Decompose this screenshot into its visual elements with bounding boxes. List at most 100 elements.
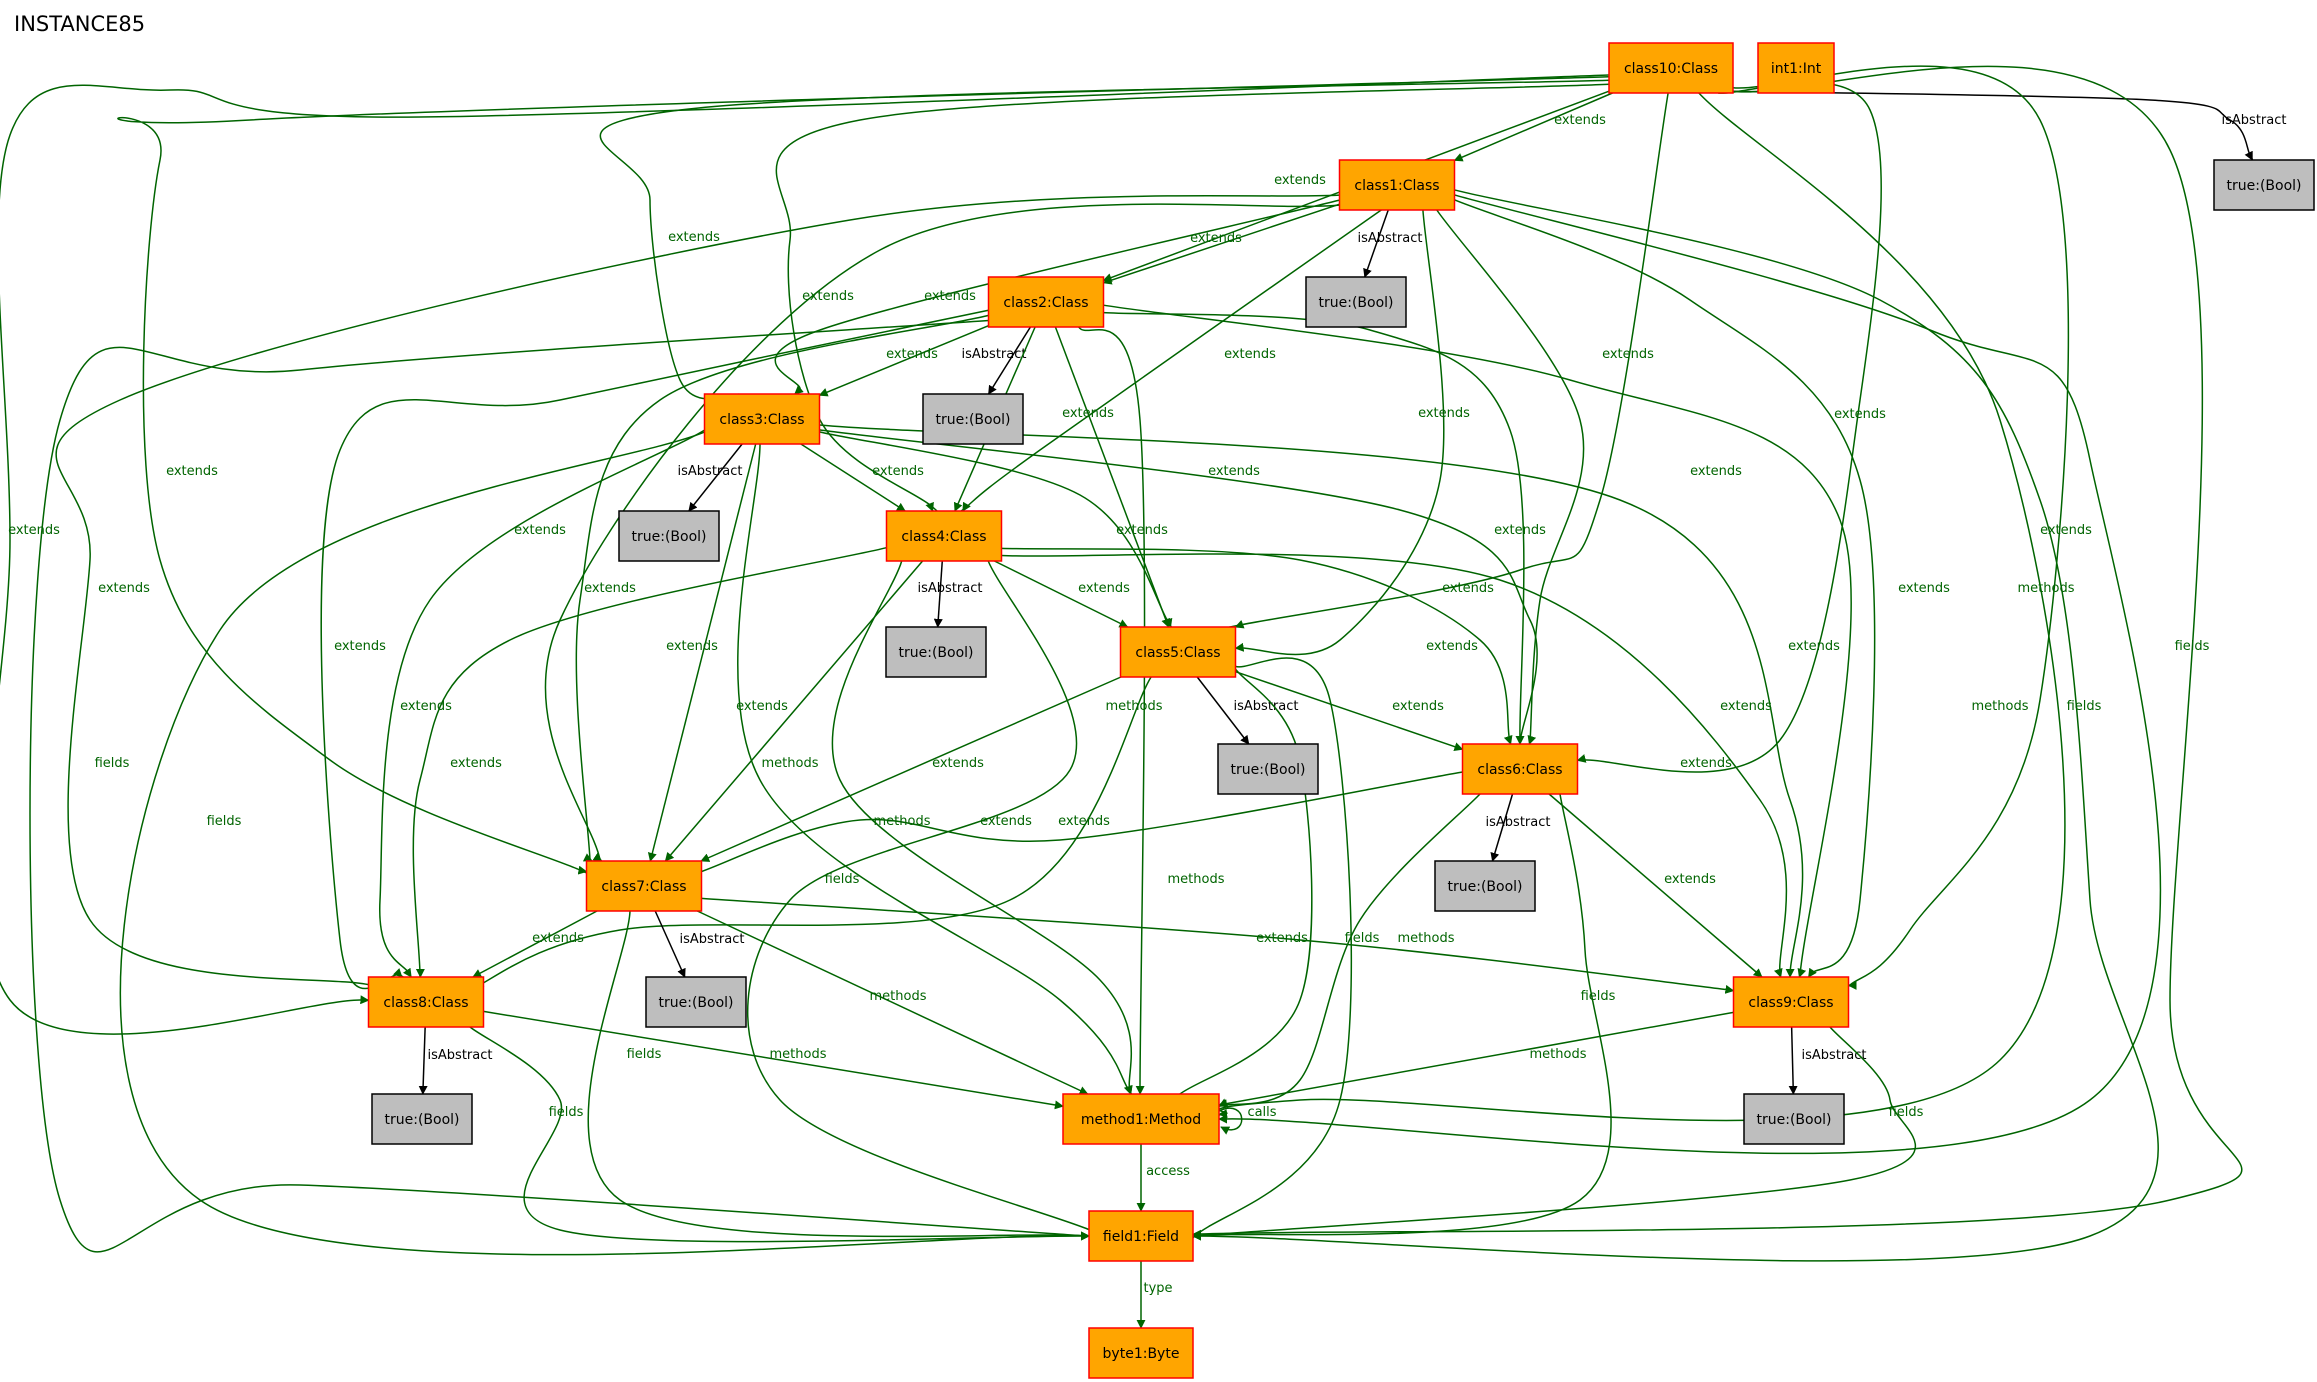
edge-label: extends (532, 931, 584, 946)
node-box[interactable] (1338, 159, 1456, 211)
edge-class2-method1-methods: methods (1078, 326, 1163, 1142)
edge-line (654, 910, 686, 978)
node-box[interactable] (922, 393, 1024, 445)
node-class5[interactable]: class5:Class (1119, 626, 1237, 678)
edge-label: isAbstract (1486, 815, 1551, 830)
node-true_c9[interactable]: true:(Bool) (1743, 1093, 1845, 1145)
edge-label: isAbstract (678, 464, 743, 479)
node-box[interactable] (987, 276, 1105, 328)
node-box[interactable] (1217, 743, 1319, 795)
edge-class4-class6-extends: extends (1001, 547, 1514, 751)
node-class9[interactable]: class9:Class (1732, 976, 1850, 1028)
node-box[interactable] (1608, 42, 1734, 94)
node-class7[interactable]: class7:Class (585, 860, 703, 912)
edge-line (818, 324, 989, 397)
node-method1[interactable]: method1:Method (1062, 1093, 1220, 1145)
node-box[interactable] (1119, 626, 1237, 678)
node-field1[interactable]: field1:Field (1088, 1210, 1194, 1262)
edge-label: methods (1168, 872, 1225, 887)
node-box[interactable] (585, 860, 703, 912)
node-box[interactable] (1461, 743, 1579, 795)
node-class8[interactable]: class8:Class (367, 976, 485, 1028)
edge-line (688, 443, 743, 512)
node-label: class5:Class (1135, 645, 1220, 661)
edge-line (1788, 1026, 1798, 1095)
node-label: true:(Bool) (659, 995, 734, 1011)
edge-line (1454, 199, 1876, 982)
edge-line (987, 326, 1032, 395)
node-label: true:(Bool) (1757, 1112, 1832, 1128)
edge-line (1436, 209, 1585, 754)
node-true_c7[interactable]: true:(Bool) (645, 976, 747, 1028)
node-box[interactable] (885, 626, 987, 678)
edge-label: isAbstract (2222, 113, 2287, 128)
node-true_c1[interactable]: true:(Bool) (1305, 276, 1407, 328)
edge-line (29, 319, 1147, 1253)
edge-label: isAbstract (918, 581, 983, 596)
node-true_c4[interactable]: true:(Bool) (885, 626, 987, 678)
node-box[interactable] (885, 510, 1003, 562)
edge-label: extends (584, 581, 636, 596)
node-box[interactable] (1088, 1210, 1194, 1262)
edge-class2-class5-extends: extends (1054, 326, 1260, 628)
node-true_c10[interactable]: true:(Bool) (2213, 159, 2315, 211)
node-true_c8[interactable]: true:(Bool) (371, 1093, 473, 1145)
node-byte1[interactable]: byte1:Byte (1088, 1327, 1194, 1379)
edge-class6-true_c6-isAbstract: isAbstract (1486, 793, 1551, 862)
edge-class1-class7-extends: extends (514, 203, 1340, 879)
node-class10[interactable]: class10:Class (1608, 42, 1734, 94)
edge-line (1453, 92, 1613, 162)
edge-class10-class8-extends: extends (0, 74, 1610, 1035)
edge-label: extends (8, 523, 60, 538)
edge-class4-true_c4-isAbstract: isAbstract (918, 560, 983, 628)
node-class6[interactable]: class6:Class (1461, 743, 1579, 795)
edge-method1-method1-calls: calls (1218, 1105, 1277, 1135)
node-box[interactable] (1305, 276, 1407, 328)
edge-label: extends (98, 581, 150, 596)
node-true_c6[interactable]: true:(Bool) (1434, 860, 1536, 912)
edge-label: fields (1345, 931, 1380, 946)
edge-class3-class7-extends: extends (647, 443, 757, 862)
node-box[interactable] (2213, 159, 2315, 211)
node-class1[interactable]: class1:Class (1338, 159, 1456, 211)
edge-class3-class6-extends: extends (819, 429, 1538, 753)
node-box[interactable] (703, 393, 821, 445)
node-label: class10:Class (1624, 61, 1718, 77)
edge-class5-class7-extends: extends (700, 676, 1122, 862)
edge-label: extends (334, 639, 386, 654)
edge-label: fields (95, 756, 130, 771)
edge-class6-class9-extends: extends (1548, 793, 1763, 978)
node-label: class2:Class (1003, 295, 1088, 311)
edge-label: extends (1058, 814, 1110, 829)
node-int1[interactable]: int1:Int (1757, 42, 1835, 94)
edge-label: extends (924, 289, 976, 304)
edge-line (1127, 189, 2159, 1262)
edge-class8-method1-methods: methods (483, 1010, 1064, 1110)
node-box[interactable] (1757, 42, 1835, 94)
edge-label: methods (770, 1047, 827, 1062)
node-true_c5[interactable]: true:(Bool) (1217, 743, 1319, 795)
node-box[interactable] (1743, 1093, 1845, 1145)
edge-line (1196, 676, 1250, 745)
edge-label: extends (1224, 347, 1276, 362)
node-class4[interactable]: class4:Class (885, 510, 1003, 562)
node-class3[interactable]: class3:Class (703, 393, 821, 445)
node-box[interactable] (618, 510, 720, 562)
node-box[interactable] (1088, 1327, 1194, 1379)
node-box[interactable] (367, 976, 485, 1028)
edge-label: extends (514, 523, 566, 538)
edge-line (700, 676, 1122, 862)
node-class2[interactable]: class2:Class (987, 276, 1105, 328)
node-true_c2[interactable]: true:(Bool) (922, 393, 1024, 445)
node-box[interactable] (1062, 1093, 1220, 1145)
node-true_c3[interactable]: true:(Bool) (618, 510, 720, 562)
node-box[interactable] (1434, 860, 1536, 912)
edge-class7-true_c7-isAbstract: isAbstract (654, 910, 744, 978)
node-box[interactable] (645, 976, 747, 1028)
node-box[interactable] (371, 1093, 473, 1145)
edge-line (1235, 670, 1464, 751)
node-box[interactable] (1732, 976, 1850, 1028)
edge-line (1218, 1011, 1734, 1108)
edge-class4-field1-fields: fields (746, 560, 1114, 1241)
edge-line (1125, 65, 2243, 1239)
